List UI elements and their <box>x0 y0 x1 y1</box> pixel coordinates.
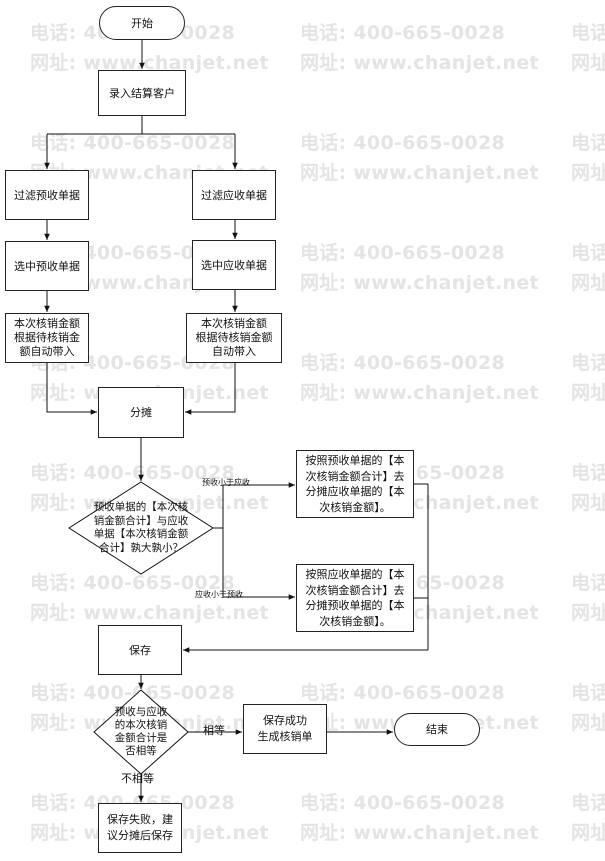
filter-prepaid-box: 过滤预收单据 <box>5 170 89 220</box>
rule-prepaid-total-box: 按照预收单据的【本 次核销金额合计】去 分摊应收单据的【本 次核销金额】。 <box>296 450 414 518</box>
input-customer-label: 录入结算客户 <box>109 86 175 100</box>
filter-receivable-label: 过滤应收单据 <box>201 188 267 202</box>
save-success-box: 保存成功 生成核销单 <box>243 704 327 754</box>
input-customer-box: 录入结算客户 <box>98 70 186 116</box>
rule-prepaid-total-label: 按照预收单据的【本 次核销金额合计】去 分摊应收单据的【本 次核销金额】。 <box>305 454 405 514</box>
save-label: 保存 <box>129 643 151 657</box>
select-prepaid-box: 选中预收单据 <box>5 241 89 291</box>
edge-label-not-equal: 不相等 <box>121 772 154 785</box>
auto-amount-right-label: 本次核销金额 根据待核销金额 自动带入 <box>195 317 273 358</box>
auto-amount-left-label: 本次核销金额 根据待核销金 额自动带入 <box>14 317 80 358</box>
compare-question-label: 预收单据的【本次核 销金额合计】与应收 单据【本次核销金额 合计】孰大孰小？ <box>93 501 189 554</box>
rule-receivable-total-label: 按照应收单据的【本 次核销金额合计】去 分摊预收单据的【本 次核销金额】。 <box>305 568 405 628</box>
edge-group <box>44 40 429 802</box>
edge-label-equal: 相等 <box>203 724 225 737</box>
save-success-label: 保存成功 生成核销单 <box>257 714 313 743</box>
filter-prepaid-label: 过滤预收单据 <box>14 188 80 202</box>
compare-question-text: 预收单据的【本次核 销金额合计】与应收 单据【本次核销金额 合计】孰大孰小？ <box>82 497 200 559</box>
end-terminal: 结束 <box>394 713 480 746</box>
start-terminal: 开始 <box>99 6 185 40</box>
end-label: 结束 <box>426 723 448 736</box>
select-receivable-box: 选中应收单据 <box>192 240 276 290</box>
edge-label-receivable-less: 应收小于预收 <box>195 590 243 599</box>
edge-label-prepaid-less: 预收小于应收 <box>202 478 250 487</box>
equal-decision-diamond <box>93 689 189 775</box>
select-receivable-label: 选中应收单据 <box>201 258 267 272</box>
rule-receivable-total-box: 按照应收单据的【本 次核销金额合计】去 分摊预收单据的【本 次核销金额】。 <box>296 564 414 632</box>
allocate-label: 分摊 <box>130 406 152 419</box>
filter-receivable-box: 过滤应收单据 <box>192 170 276 220</box>
equal-question-text: 预收与应收 的本次核销 金额合计是 否相等 <box>103 703 179 761</box>
equal-question-label: 预收与应收 的本次核销 金额合计是 否相等 <box>114 706 168 757</box>
shape-group <box>68 481 214 775</box>
auto-amount-left-box: 本次核销金额 根据待核销金 额自动带入 <box>5 313 89 363</box>
save-box: 保存 <box>98 625 182 675</box>
compare-decision-diamond <box>68 481 214 575</box>
start-label: 开始 <box>131 16 153 30</box>
select-prepaid-label: 选中预收单据 <box>14 259 80 273</box>
edge-auto-right-to-allocate <box>185 363 236 415</box>
auto-amount-right-box: 本次核销金额 根据待核销金额 自动带入 <box>186 313 282 363</box>
save-fail-label: 保存失败，建 议分摊后保存 <box>107 813 173 842</box>
save-fail-box: 保存失败，建 议分摊后保存 <box>98 803 182 853</box>
edge-auto-left-to-allocate <box>46 363 97 415</box>
allocate-box: 分摊 <box>98 387 184 438</box>
